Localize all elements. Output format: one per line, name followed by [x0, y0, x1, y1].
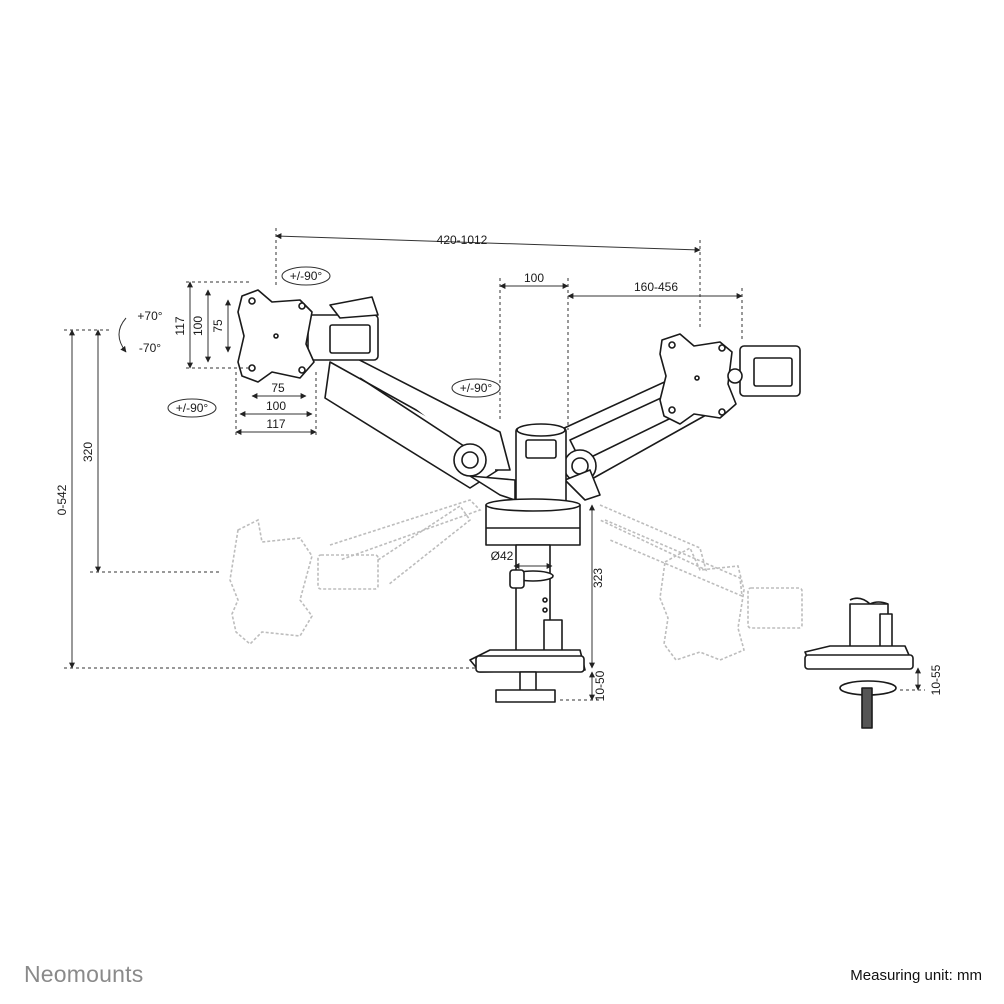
dim-vesa-w-inner: 75 — [271, 381, 285, 395]
rot-swivel-top: +/-90° — [290, 269, 323, 283]
dim-arm-span: 420-1012 — [437, 233, 488, 247]
ghost-lowered-position — [229, 499, 803, 661]
dimension-lines — [64, 228, 925, 701]
dim-vesa-h-inner: 75 — [211, 319, 225, 333]
measuring-unit-label: Measuring unit: mm — [850, 967, 982, 984]
rot-swivel-left: +/-90° — [176, 401, 209, 415]
rot-swivel-arm: +/-90° — [460, 381, 493, 395]
dim-clamp-thickness: 10-50 — [593, 670, 607, 701]
dim-pole-diameter: Ø42 — [491, 549, 514, 563]
dim-arm-reach: 160-456 — [634, 280, 678, 294]
rot-tilt-down: -70° — [139, 341, 161, 355]
rot-tilt-up: +70° — [137, 309, 162, 323]
swivel-left-icon — [167, 398, 217, 418]
rotation-indicators — [118, 266, 501, 418]
dim-grommet-thickness: 10-55 — [929, 664, 943, 695]
swivel-top-icon — [281, 266, 331, 286]
dim-height-range: 0-542 — [55, 484, 69, 515]
monitor-arm-drawing — [237, 289, 914, 729]
dim-pole-height: 323 — [591, 568, 605, 588]
dim-pole-offset: 100 — [524, 271, 544, 285]
dim-vesa-h-outer: 117 — [173, 316, 187, 335]
dim-vesa-w-mid: 100 — [266, 399, 286, 413]
swivel-arm-icon — [451, 378, 501, 398]
tilt-icon — [118, 317, 127, 353]
dim-vesa-h-mid: 100 — [191, 316, 205, 336]
dimension-labels: 420-1012 100 160-456 117 100 75 75 100 1… — [55, 233, 943, 701]
dim-vesa-w-outer: 117 — [266, 417, 285, 431]
dim-height-320: 320 — [81, 442, 95, 462]
brand-logo-text: Neomounts — [24, 961, 144, 987]
